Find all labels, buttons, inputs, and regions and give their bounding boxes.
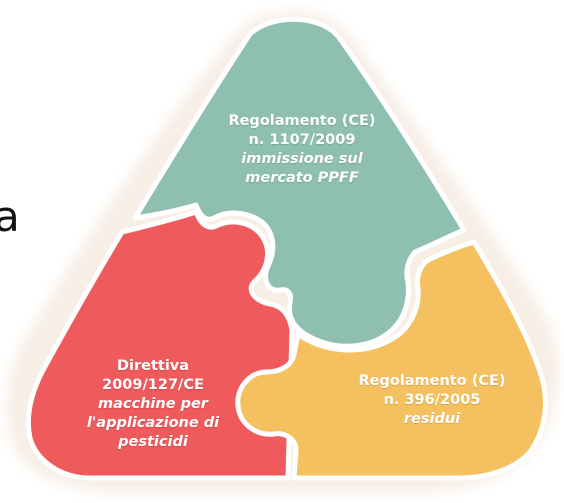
right-piece-subtitle-1: residui bbox=[403, 411, 461, 427]
left-piece-subtitle-2: l'applicazione di bbox=[86, 415, 220, 431]
top-piece-title: Regolamento (CE) bbox=[228, 113, 376, 129]
left-piece-subtitle-3: pesticidi bbox=[118, 434, 188, 450]
top-piece-number: n. 1107/2009 bbox=[248, 132, 356, 148]
puzzle-piece-left bbox=[25, 209, 295, 481]
top-piece-subtitle-2: mercato PPFF bbox=[245, 170, 359, 186]
label-left-piece: Direttiva 2009/127/CE macchine per l'app… bbox=[58, 357, 248, 452]
cut-off-letter: a bbox=[0, 192, 20, 241]
right-piece-number: n. 396/2005 bbox=[383, 392, 481, 408]
left-piece-subtitle-1: macchine per bbox=[98, 396, 208, 412]
puzzle-piece-top bbox=[132, 16, 467, 349]
right-piece-title: Regolamento (CE) bbox=[358, 373, 506, 389]
label-right-piece: Regolamento (CE) n. 396/2005 residui bbox=[332, 372, 532, 429]
left-piece-number: 2009/127/CE bbox=[102, 377, 204, 393]
cut-off-text-fragment: a bbox=[0, 130, 24, 290]
puzzle-piece-right bbox=[235, 239, 548, 481]
top-piece-subtitle-1: immissione sul bbox=[241, 151, 363, 167]
left-piece-title: Direttiva bbox=[116, 358, 190, 374]
label-top-piece: Regolamento (CE) n. 1107/2009 immissione… bbox=[212, 112, 392, 188]
